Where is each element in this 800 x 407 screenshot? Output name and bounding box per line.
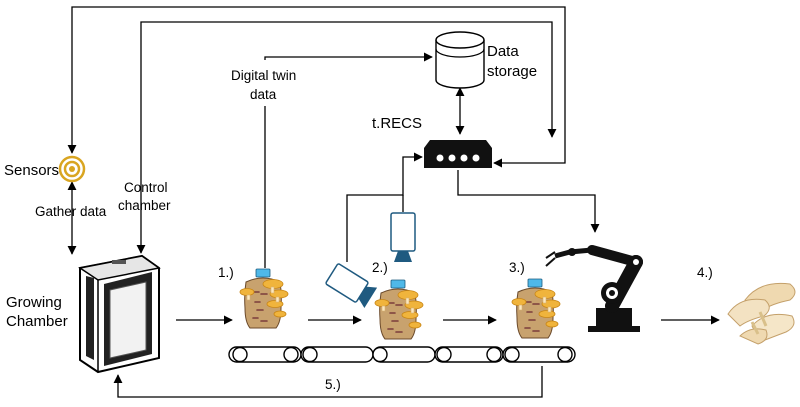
server-icon [424,140,492,168]
step-1-label: 1.) [218,265,234,280]
camera-icon [325,263,378,309]
mushroom-bag-icon [374,279,424,340]
arrow-step5-return [113,366,543,398]
connector-lines [67,6,720,398]
step-4-label: 4.) [697,265,713,280]
camera-icon [390,212,416,262]
mushroom-bag-icon [511,278,561,339]
sensor-icon [58,155,86,183]
arrow-trecs-to-control [136,21,557,254]
data-storage-label-1: Data [487,43,519,60]
digital-twin-label-1: Digital twin [231,68,296,83]
step-5-label: 5.) [325,377,341,392]
control-chamber-label-2: chamber [118,198,171,213]
oyster-mushroom-icon [727,282,796,345]
control-chamber-label-1: Control [124,180,168,195]
digital-twin-label-2: data [250,87,277,102]
trecs-label: t.RECS [372,115,422,132]
grow-tent-icon [78,254,161,374]
arrow-twin-to-storage-top [264,52,433,62]
data-storage-label-2: storage [487,63,537,80]
gather-data-label: Gather data [35,204,107,219]
growing-chamber-label-2: Chamber [6,313,68,330]
robot-arm-icon [545,245,643,332]
step-3-label: 3.) [509,260,525,275]
database-icon [435,31,485,89]
arrow-trecs-to-robot [457,170,600,233]
step-2-label: 2.) [372,260,388,275]
growing-chamber-label-1: Growing [6,294,62,311]
sensors-label: Sensors [4,162,59,179]
mushroom-bag-icon [239,268,289,329]
arrow-trecs-to-sensors [67,6,566,168]
conveyor-belt-icon [228,346,576,363]
